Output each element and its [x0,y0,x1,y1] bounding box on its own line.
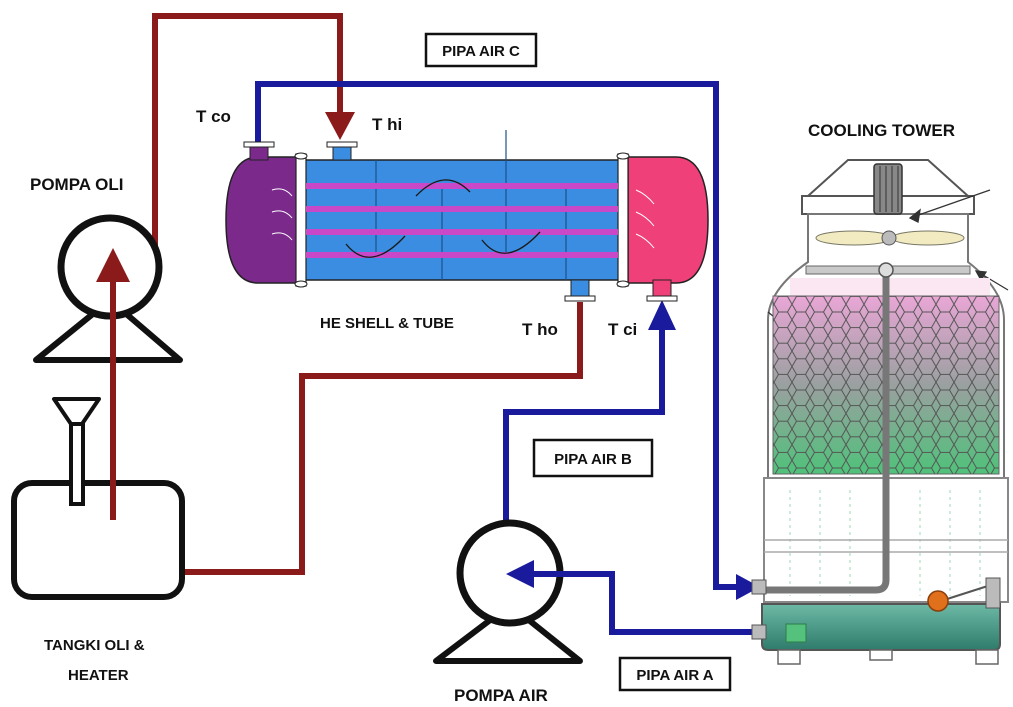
fan-icon [815,230,965,246]
pipa-air-b-label: PIPA AIR B [532,438,654,478]
spray-zone [790,278,990,296]
tangki-oli-label-line1: TANGKI OLI & [44,637,145,654]
funnel-icon [52,397,101,506]
tower-riser-pipe [762,268,890,594]
svg-text:PIPA AIR C: PIPA AIR C [442,43,520,60]
water-pipe-b [503,330,665,520]
he-tubes [306,183,618,258]
he-shell [303,159,625,281]
pompa-oli-label: POMPA OLI [30,175,124,194]
water-pump [433,519,600,664]
he-nozzle-tci [646,279,678,302]
t-co-label: T co [196,107,231,126]
oil-tank-heater [11,330,185,600]
fan-motor-icon [873,163,903,215]
t-ho-label: T ho [522,320,558,339]
water-pump-base [433,602,583,664]
cooling-tower-label: COOLING TOWER [808,121,955,140]
he-nozzle-tho [564,279,596,302]
float-valve-icon [927,577,1001,612]
t-hi-label: T hi [372,115,402,134]
oil-arrow-into-he [325,112,355,140]
oil-pump [33,214,183,363]
water-arrow-up-to-he [648,300,676,330]
oil-pipe-to-he-inlet [152,13,343,265]
he-nozzle-thi [326,141,358,161]
oil-tank [11,480,185,600]
pipa-air-a-label: PIPA AIR A [618,656,732,692]
he-inlet-head [225,156,301,284]
water-arrow-into-tower [736,574,760,600]
tangki-oli-label-line2: HEATER [68,667,129,684]
cooling-tower [751,159,1009,665]
he-nozzle-tco [243,141,275,161]
pompa-air-label: POMPA AIR [454,686,548,705]
svg-text:PIPA AIR A: PIPA AIR A [636,667,713,684]
svg-text:PIPA AIR B: PIPA AIR B [554,451,632,468]
he-outlet-head [627,156,709,284]
oil-pump-base [33,297,183,363]
he-shell-tube-label: HE SHELL & TUBE [320,315,454,332]
oil-pipe-network [110,13,583,575]
heat-exchanger [225,130,709,302]
pipa-air-c-label: PIPA AIR C [424,32,538,68]
water-pipe-c [255,81,740,590]
t-ci-label: T ci [608,320,637,339]
water-pipe-a [530,571,756,635]
oil-pipe-return-to-tank [140,302,583,575]
